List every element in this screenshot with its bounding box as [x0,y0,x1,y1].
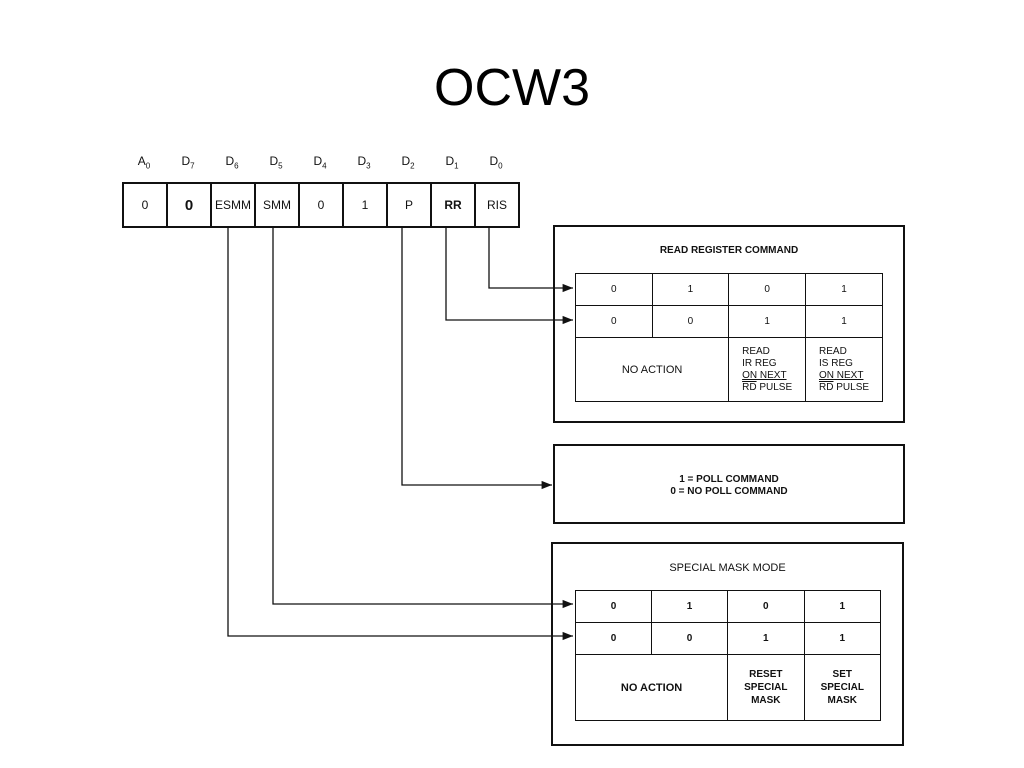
bit-label-d3: D3 [357,154,371,171]
bit-label-d1: D1 [445,154,459,171]
reset-line2: SPECIAL [744,682,788,693]
read-is-pulse: PULSE [833,381,870,393]
slide-title: OCW3 [434,59,590,117]
table-row: NO ACTION READ IR REG ON NEXT RD PULSE R… [574,337,883,402]
bit-label-d0: D0 [489,154,503,171]
poll-command-box: 1 = POLL COMMAND 0 = NO POLL COMMAND [553,444,905,524]
register-cell-p: P [388,184,432,226]
read-is-cell: READ IS REG ON NEXT RD PULSE [805,337,883,402]
esmm-connector [227,226,573,641]
register-cell-rr: RR [432,184,476,226]
bit-label-d5: D5 [269,154,283,171]
table-cell: 1 [805,305,883,338]
set-line1: SET [832,669,852,680]
smm-connector [272,226,573,609]
bit-label-d4: D4 [313,154,327,171]
poll-text: 1 = POLL COMMAND 0 = NO POLL COMMAND [555,474,903,498]
reset-line3: MASK [751,695,781,706]
table-cell: 0 [728,273,807,306]
read-is-line2: IS REG [819,357,853,369]
bit-label-a0: A0 [137,154,151,171]
rr-connector [445,226,573,325]
table-row: NO ACTION RESET SPECIAL MASK SET SPECIAL… [574,654,882,721]
no-action-cell: NO ACTION [574,337,730,402]
ris-connector [488,226,573,293]
register-cell-smm: SMM [256,184,300,226]
no-action-cell: NO ACTION [574,654,729,721]
register-cell-esmm: ESMM [212,184,256,226]
read-register-title: READ REGISTER COMMAND [659,245,799,256]
register-cell-a0: 0 [124,184,168,226]
special-mask-table: 0 1 0 1 0 0 1 1 NO ACTION RESET SPECIAL … [574,590,882,721]
reset-line1: RESET [749,669,783,680]
reset-special-mask-cell: RESET SPECIAL MASK [727,654,805,721]
read-register-table: 0 1 0 1 0 0 1 1 NO ACTION READ IR REG ON… [574,273,883,402]
special-mask-title: SPECIAL MASK MODE [669,562,786,574]
table-row: 0 0 1 1 [574,622,882,655]
table-cell: 0 [651,622,729,655]
bit-label-d6: D6 [225,154,239,171]
read-is-line1: READ [819,345,847,357]
set-line2: SPECIAL [820,682,864,693]
p-connector [401,226,552,490]
register-cell-d7: 0 [168,184,212,226]
read-register-box: READ REGISTER COMMAND 0 1 0 1 0 0 1 1 NO… [553,225,905,423]
table-cell: 1 [728,305,807,338]
table-cell: 1 [651,273,730,306]
table-cell: 0 [575,305,653,338]
poll-line1: 1 = POLL COMMAND [679,474,779,485]
table-row: 0 0 1 1 [575,305,883,338]
read-ir-pulse: PULSE [756,381,793,393]
read-is-rd: RD [819,381,834,393]
bit-label-d2: D2 [401,154,415,171]
poll-line2: 0 = NO POLL COMMAND [670,486,788,497]
register-cell-ris: RIS [486,198,507,212]
read-ir-line3: ON NEXT [742,369,787,381]
read-is-line3: ON NEXT [819,369,864,381]
register-cell-d4: 0 [300,184,344,226]
ocw3-register: 0 0 ESMM SMM 0 1 P RR RIS [122,182,520,228]
set-special-mask-cell: SET SPECIAL MASK [803,654,882,721]
bit-label-d7: D7 [181,154,195,171]
special-mask-box: SPECIAL MASK MODE 0 1 0 1 0 0 1 1 NO ACT… [551,542,904,746]
read-ir-rd: RD [742,381,757,393]
read-ir-line2: IR REG [742,357,777,369]
table-cell: 1 [803,622,882,655]
table-cell: 0 [575,273,653,306]
read-ir-cell: READ IR REG ON NEXT RD PULSE [728,337,807,402]
register-cell-d3: 1 [344,184,388,226]
set-line3: MASK [827,695,857,706]
read-ir-line1: READ [742,345,770,357]
